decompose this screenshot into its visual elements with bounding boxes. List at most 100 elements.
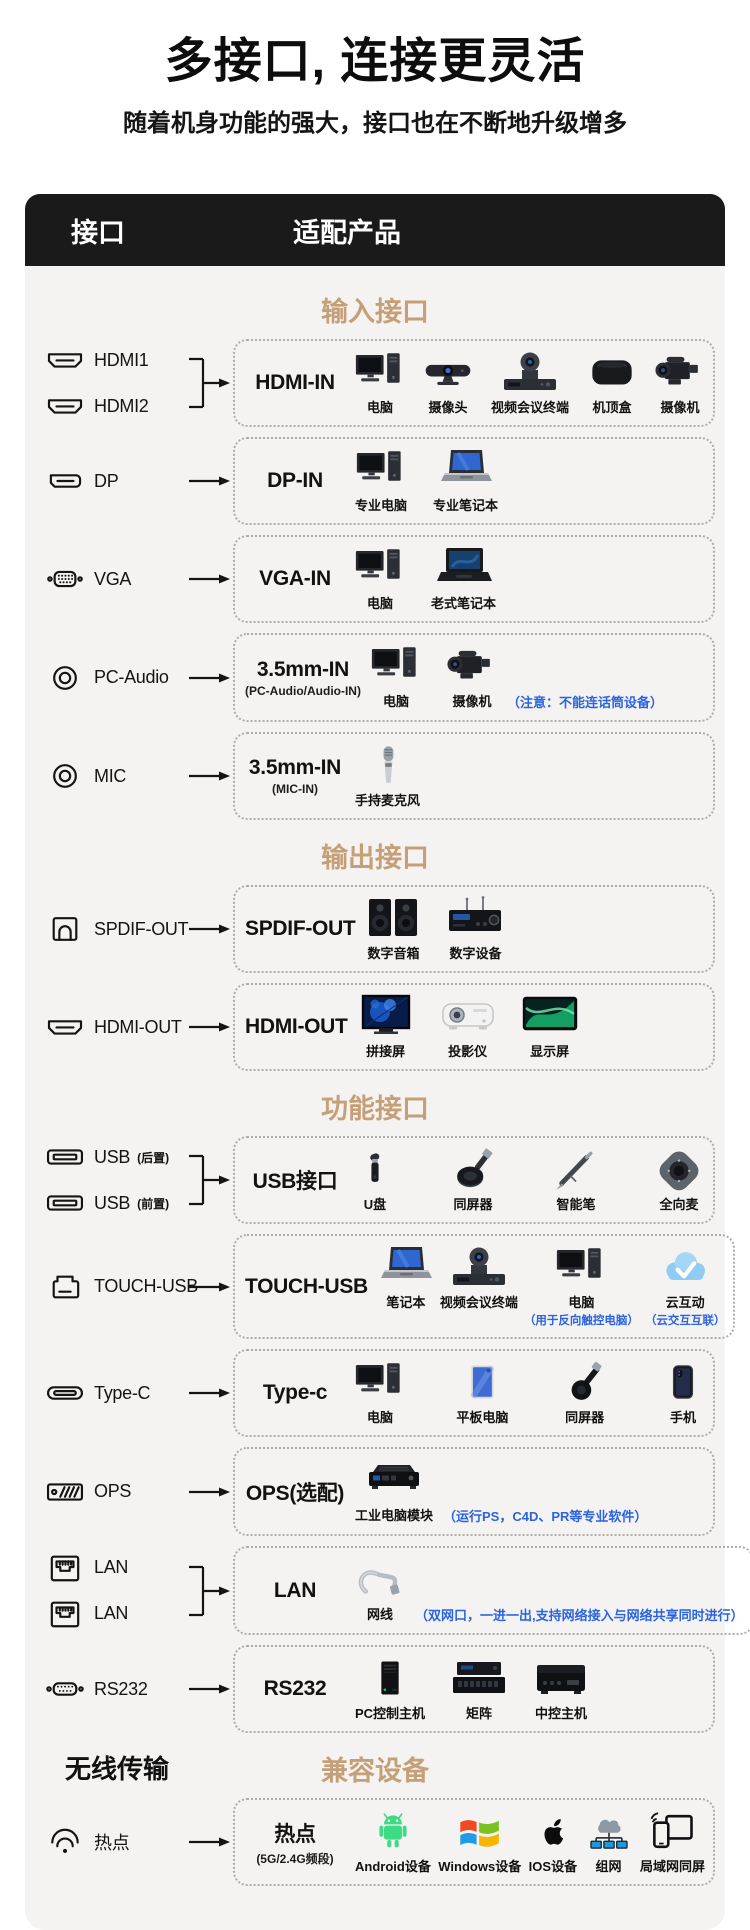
port-usb: USB (前置): [43, 1187, 187, 1219]
touch-usb-port-icon: [43, 1271, 87, 1303]
device: 投影仪: [440, 994, 496, 1060]
connector-arrow: [187, 1277, 233, 1297]
device-label: 网线: [366, 1607, 393, 1623]
pc-tower-icon: [368, 1656, 412, 1700]
section-head: 输入接口: [35, 290, 715, 329]
port-column: OPS: [35, 1476, 187, 1508]
connector-bracket: [187, 343, 233, 423]
section-head: 无线传输兼容设备: [35, 1749, 715, 1788]
device: 拼接屏: [358, 994, 414, 1060]
device-label: 投影仪: [448, 1044, 488, 1060]
device-label: 平板电脑: [456, 1410, 509, 1426]
port-subname: (5G/2.4G频段): [256, 1851, 334, 1866]
port-column: 热点: [35, 1826, 187, 1858]
port-name: VGA-IN: [259, 567, 331, 591]
port-name-block: HDMI-IN: [245, 371, 345, 395]
device-label: IOS设备: [528, 1859, 578, 1875]
port-column: USB(后置) USB (前置): [35, 1141, 187, 1219]
device: Windows设备: [438, 1809, 521, 1875]
device: 电脑: [371, 644, 421, 710]
port-name: USB接口: [252, 1170, 338, 1194]
port-type-c: Type-C: [43, 1377, 187, 1409]
port-touch-usb: TOUCH-USB: [43, 1271, 198, 1303]
port-label-suffix: (前置): [137, 1196, 170, 1211]
device-label: 数字设备: [449, 946, 502, 962]
device: 云互动（云交互互联）: [645, 1245, 725, 1328]
connector-arrow: [187, 1482, 233, 1502]
connector-arrow: [187, 668, 233, 688]
port-name-block: Type-c: [245, 1381, 345, 1405]
device-label: 组网: [595, 1859, 622, 1875]
connector-arrow: [187, 1017, 233, 1037]
port-name: LAN: [273, 1578, 317, 1602]
device: 全向麦: [653, 1147, 705, 1213]
port-column: RS232: [35, 1673, 187, 1705]
device-list: 电脑平板电脑同屏器手机: [355, 1360, 705, 1426]
port-label: HDMI2: [94, 395, 149, 416]
device: 组网: [585, 1809, 633, 1875]
device-list: 笔记本视频会议终端电脑（用于反向触控电脑）云互动（云交互互联）: [378, 1245, 725, 1328]
hdmi-port-icon: [43, 344, 87, 376]
device-label: 专业电脑: [355, 498, 408, 514]
device-label: 电脑: [366, 1410, 393, 1426]
port-label: VGA: [94, 568, 132, 589]
hdmi-port-icon: [43, 390, 87, 422]
usb-port-icon: [43, 1187, 87, 1219]
port-name: Type-c: [262, 1381, 328, 1405]
laptop-old-icon: [436, 546, 492, 590]
ops-port-icon: [43, 1476, 87, 1508]
vga-port-icon: [43, 563, 87, 595]
network-icon: [585, 1809, 633, 1853]
port-name: SPDIF-OUT: [245, 917, 356, 941]
device: 摄像机: [655, 350, 705, 416]
port-rs232: RS232: [43, 1673, 187, 1705]
desktop-pc-icon: [371, 644, 421, 688]
audio-jack-port-icon: [43, 662, 87, 694]
port-name: OPS(选配): [245, 1481, 345, 1505]
display-screen-icon: [522, 994, 578, 1038]
laptop-icon: [378, 1245, 434, 1289]
port-column: HDMI-OUT: [35, 1011, 187, 1043]
page-title: 多接口, 连接更灵活: [164, 35, 586, 88]
port-name-block: RS232: [245, 1677, 345, 1701]
port-label: USB: [94, 1192, 131, 1213]
device: 电脑: [355, 546, 405, 612]
port-column: TOUCH-USB: [35, 1271, 198, 1303]
device: 摄像头: [423, 350, 473, 416]
type-c-port-icon: [43, 1377, 87, 1409]
digital-amp-icon: [447, 896, 503, 940]
device-list: 拼接屏投影仪 显示屏: [358, 994, 705, 1060]
device-label: 摄像机: [660, 400, 700, 416]
port-label: TOUCH-USB: [94, 1276, 198, 1297]
port-column: PC-Audio: [35, 662, 187, 694]
windows-icon: [456, 1809, 504, 1853]
device-label: 笔记本: [386, 1295, 426, 1311]
device-list: 数字音箱数字设备: [365, 896, 705, 962]
port-name-block: LAN: [245, 1579, 345, 1603]
port-name-block: SPDIF-OUT: [245, 917, 356, 941]
port-column: VGA: [35, 563, 187, 595]
camcorder-icon: [655, 350, 705, 394]
webcam-icon: [423, 350, 473, 394]
device-list: 电脑老式笔记本: [355, 546, 705, 612]
port-subname: (PC-Audio/Audio-IN): [245, 683, 361, 698]
device: 矩阵: [451, 1656, 507, 1722]
port-hdmi2: HDMI2: [43, 390, 187, 422]
section-title: 兼容设备: [321, 1756, 429, 1787]
device-list: 手持麦克风: [355, 743, 705, 809]
port-name-block: USB接口: [245, 1165, 345, 1195]
device: 显示屏: [522, 994, 578, 1060]
port-lan: LAN: [43, 1598, 187, 1630]
port-usb: USB(后置): [43, 1141, 187, 1173]
device: 平板电脑: [456, 1360, 508, 1426]
